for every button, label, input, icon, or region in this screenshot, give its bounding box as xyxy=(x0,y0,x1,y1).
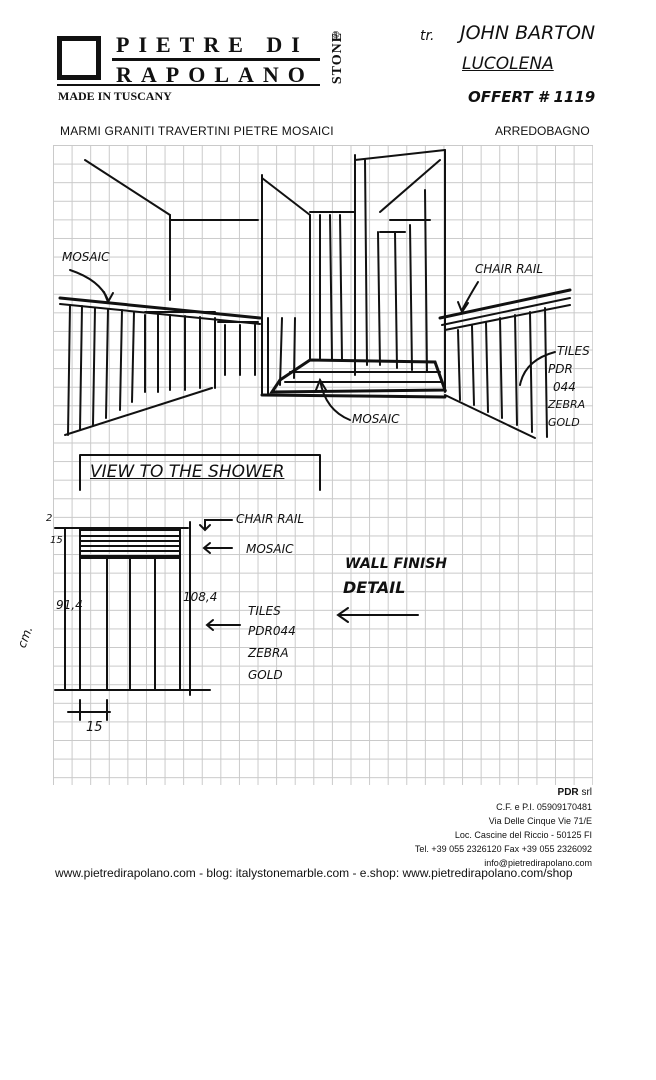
wall-finish-detail: DETAIL xyxy=(343,578,406,597)
company-name: PDR srl xyxy=(558,786,592,800)
detail-tiles-3: ZEBRA xyxy=(248,646,289,660)
product-tagline: MARMI GRANITI TRAVERTINI PIETRE MOSAICI xyxy=(60,124,334,138)
detail-tiles-1: TILES xyxy=(248,604,281,618)
label-tiles-3: 044 xyxy=(553,380,576,394)
recipient-name: JOHN BARTON xyxy=(460,22,596,44)
label-tiles-5: GOLD xyxy=(548,416,580,429)
label-mosaic-left: MOSAIC xyxy=(62,250,110,264)
detail-tiles-4: GOLD xyxy=(248,668,283,682)
tagline-arredobagno: ARREDOBAGNO xyxy=(495,124,590,138)
label-tiles-2: PDR xyxy=(548,362,573,376)
company-phones: Tel. +39 055 2326120 Fax +39 055 2326092 xyxy=(414,844,592,854)
logo-divider xyxy=(112,58,320,61)
company-email: info@pietredirapolano.com xyxy=(484,858,592,868)
made-in-tuscany: MADE IN TUSCANY xyxy=(58,89,172,103)
recipient-prefix: tr. xyxy=(420,28,435,44)
company-street: Via Delle Cinque Vie 71/E xyxy=(488,816,592,826)
grid-paper xyxy=(53,145,593,785)
wall-finish-title: WALL FINISH xyxy=(345,556,447,572)
website-links: www.pietredirapolano.com - blog: italyst… xyxy=(55,866,573,880)
dim-108: 108,4 xyxy=(183,590,218,604)
view-title: VIEW TO THE SHOWER xyxy=(90,462,285,482)
label-tiles-4: ZEBRA xyxy=(548,398,586,411)
label-mosaic-floor: MOSAIC xyxy=(352,412,400,426)
logo-underline xyxy=(57,84,320,86)
detail-chair-rail: CHAIR RAIL xyxy=(236,512,305,526)
logo-text-line1: PIETRE DI xyxy=(116,32,309,57)
logo-square xyxy=(57,36,101,80)
dim-15-top: 15 xyxy=(50,535,63,546)
company-locality: Loc. Cascine del Riccio - 50125 FI xyxy=(454,830,592,840)
company-vat: C.F. e P.I. 05909170481 xyxy=(496,802,592,812)
logo-text-line2: RAPOLANO xyxy=(116,62,314,87)
company-name-bold: PDR xyxy=(557,787,579,798)
dim-2: 2 xyxy=(46,513,53,524)
recipient-place: LUCOLENA xyxy=(462,54,554,74)
offer-number: OFFERT # 1119 xyxy=(468,88,596,106)
dim-15-bottom: 15 xyxy=(86,720,103,735)
detail-mosaic: MOSAIC xyxy=(246,542,294,556)
detail-tiles-2: PDR044 xyxy=(248,624,296,638)
dim-91: 91,4 xyxy=(56,598,83,612)
company-suffix: srl xyxy=(581,787,592,798)
label-tiles-1: TILES xyxy=(557,344,590,358)
label-chair-rail: CHAIR RAIL xyxy=(475,262,544,276)
registered-mark: ® xyxy=(332,30,340,41)
